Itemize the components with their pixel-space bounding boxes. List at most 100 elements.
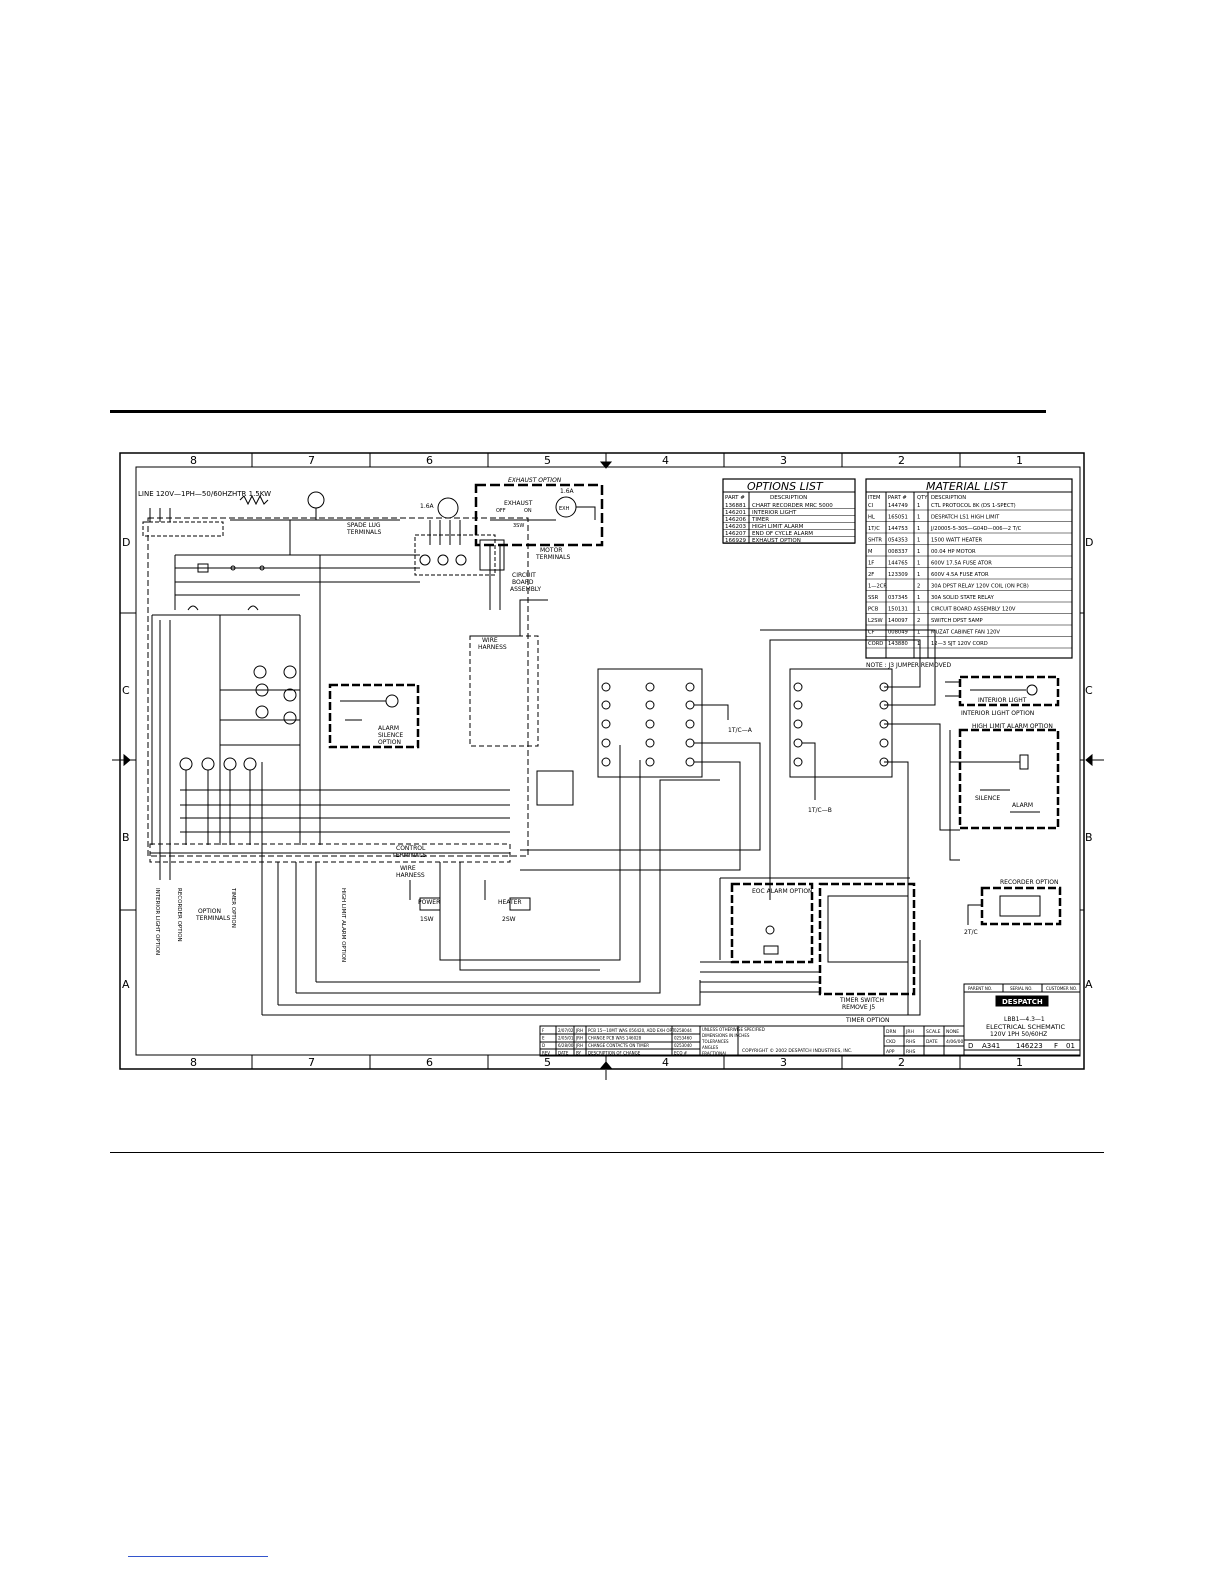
material-cell: 00.04 HP MOTOR bbox=[931, 549, 976, 555]
col-bottom-6: 6 bbox=[426, 1056, 433, 1069]
exhaust-ssr: 3SW bbox=[513, 523, 524, 529]
revision-cell: F bbox=[542, 1028, 545, 1033]
tolerance-line: FRACTIONAL bbox=[702, 1051, 728, 1056]
col-bottom-5: 5 bbox=[544, 1056, 551, 1069]
options-header-part: PART # bbox=[725, 495, 745, 501]
col-bottom-8: 8 bbox=[190, 1056, 197, 1069]
col-top-8: 8 bbox=[190, 454, 197, 467]
wire-harness-1: WIRE bbox=[482, 637, 498, 644]
row-right-A: A bbox=[1085, 978, 1093, 991]
dwg-sheet: 01 bbox=[1066, 1042, 1075, 1050]
options-list-table bbox=[722, 478, 856, 544]
dwg-title-1: LBB1—4.3—1 bbox=[1004, 1016, 1045, 1023]
copyright: COPYRIGHT © 2002 DESPATCH INDUSTRIES, IN… bbox=[742, 1047, 852, 1054]
col-bottom-4: 4 bbox=[662, 1056, 669, 1069]
revision-cell: JRH bbox=[575, 1043, 583, 1048]
row-left-B: B bbox=[122, 831, 130, 844]
material-cell: PCB bbox=[868, 607, 879, 613]
revision-cell: DESCRIPTION OF CHANGE bbox=[588, 1051, 641, 1056]
tolerance-line: UNLESS OTHERWISE SPECIFIED bbox=[702, 1027, 765, 1032]
revision-cell: CHANGE CONTACTS ON TIMER bbox=[588, 1043, 649, 1048]
row-left-C: C bbox=[122, 684, 130, 697]
power-sw-id: 1SW bbox=[420, 916, 434, 923]
revision-cell: 0253460 bbox=[674, 1036, 692, 1041]
material-cell: 123309 bbox=[888, 572, 908, 578]
footer-link-underline bbox=[128, 1556, 268, 1557]
options-header-desc: DESCRIPTION bbox=[770, 495, 807, 501]
material-cell: 1 bbox=[917, 549, 920, 555]
material-cell: 1 bbox=[917, 515, 920, 521]
recorder-option-box bbox=[967, 886, 1062, 926]
supply-label: LINE 120V—1PH—50/60HZ bbox=[138, 490, 232, 498]
material-cell: 1500 WATT HEATER bbox=[931, 538, 983, 544]
dwg-part: 146223 bbox=[1016, 1042, 1043, 1050]
material-cell: 150131 bbox=[888, 607, 908, 613]
material-cell: 144749 bbox=[888, 503, 908, 509]
material-cell: J/20005-5-30S—G04D—006—2 T/C bbox=[930, 526, 1022, 532]
material-cell: 1 bbox=[917, 503, 920, 509]
timer-switch-1: TIMER SWITCH bbox=[839, 997, 884, 1004]
material-cell: MUZAT CABINET FAN 120V bbox=[931, 630, 1000, 636]
control-terminals-1: CONTROL bbox=[396, 845, 426, 852]
material-cell: 1 bbox=[917, 572, 920, 578]
revision-cell: 0253040 bbox=[674, 1043, 692, 1048]
cb-label-1: CIRCUIT bbox=[512, 572, 536, 579]
interior-light-option: INTERIOR LIGHT OPTION bbox=[961, 710, 1034, 717]
col-top-5: 5 bbox=[544, 454, 551, 467]
dwg-size: D bbox=[968, 1042, 973, 1050]
options-list-title: OPTIONS LIST bbox=[747, 480, 824, 493]
revision-cell: D bbox=[542, 1043, 545, 1048]
signoff-cell: RHS bbox=[906, 1049, 916, 1055]
col-top-1: 1 bbox=[1016, 454, 1023, 467]
material-cell: 143880 bbox=[888, 641, 908, 647]
material-cell: 144753 bbox=[888, 526, 908, 532]
options-desc-cell: HIGH LIMIT ALARM bbox=[752, 524, 804, 530]
revision-cell: 2/07/02 bbox=[558, 1028, 574, 1033]
high-limit-alarm-box bbox=[949, 728, 1060, 861]
drawing-frame bbox=[119, 452, 1085, 1070]
revision-cell: JRH bbox=[575, 1028, 583, 1033]
tc-b-label: 1T/C—B bbox=[808, 807, 832, 814]
interior-light-box bbox=[945, 675, 1060, 707]
power-switch-label: POWER bbox=[418, 899, 440, 906]
revision-cell: 0258044 bbox=[674, 1028, 692, 1033]
material-cell: 1 bbox=[917, 595, 920, 601]
revision-cell: ECO # bbox=[674, 1051, 688, 1056]
tb-header-parent: PARENT NO. bbox=[968, 986, 992, 991]
heater-switch-label: HEATER bbox=[498, 899, 522, 906]
material-cell: CORD bbox=[868, 641, 883, 647]
options-desc-cell: EXHAUST OPTION bbox=[752, 538, 801, 544]
dwg-title-3: 120V 1PH 50/60HZ bbox=[990, 1031, 1047, 1038]
exhaust-motor: EXH bbox=[559, 506, 570, 512]
material-cell: 1T/C bbox=[868, 526, 880, 532]
signoff-cell: 4/06/00 bbox=[946, 1039, 963, 1045]
timer-option-label: TIMER OPTION bbox=[845, 1017, 889, 1024]
revision-cell: CHANGE PCB WAS 146028 bbox=[588, 1036, 642, 1041]
title-block bbox=[539, 983, 1081, 1057]
options-part-cell: 136881 bbox=[725, 503, 746, 509]
vlabel-recorder: RECORDER OPTION bbox=[176, 888, 182, 942]
exhaust-on: ON bbox=[524, 508, 532, 514]
vlabel-hla: HIGH LIMIT ALARM OPTION bbox=[340, 888, 346, 962]
material-cell: 30A SOLID STATE RELAY bbox=[931, 595, 995, 601]
material-cell: 008049 bbox=[888, 630, 908, 636]
tolerance-line: DIMENSIONS IN INCHES bbox=[702, 1033, 750, 1038]
spade-label-2: TERMINALS bbox=[346, 529, 382, 536]
hla-alarm: ALARM bbox=[1012, 802, 1033, 809]
col-top-2: 2 bbox=[898, 454, 905, 467]
vlabel-interior-light: INTERIOR LIGHT OPTION bbox=[154, 888, 160, 955]
material-cell: L2SW bbox=[868, 618, 883, 624]
col-top-3: 3 bbox=[780, 454, 787, 467]
material-cell: 12—3 SJT 120V CORD bbox=[931, 641, 988, 647]
options-desc-cell: TIMER bbox=[751, 517, 769, 523]
tolerance-line: TOLERANCES bbox=[701, 1039, 729, 1044]
signoff-cell: RHS bbox=[906, 1039, 916, 1045]
exhaust-off: OFF bbox=[496, 508, 506, 514]
material-cell: DESPATCH LS1 HIGH LIMIT bbox=[931, 515, 1000, 521]
center-arrows bbox=[112, 453, 1104, 1080]
material-cell: 054353 bbox=[888, 538, 908, 544]
signoff-cell: SCALE bbox=[926, 1029, 941, 1035]
alarm-silence-box bbox=[328, 683, 420, 749]
options-desc-cell: END OF CYCLE ALARM bbox=[752, 531, 813, 537]
material-cell: SHTR bbox=[868, 538, 882, 544]
